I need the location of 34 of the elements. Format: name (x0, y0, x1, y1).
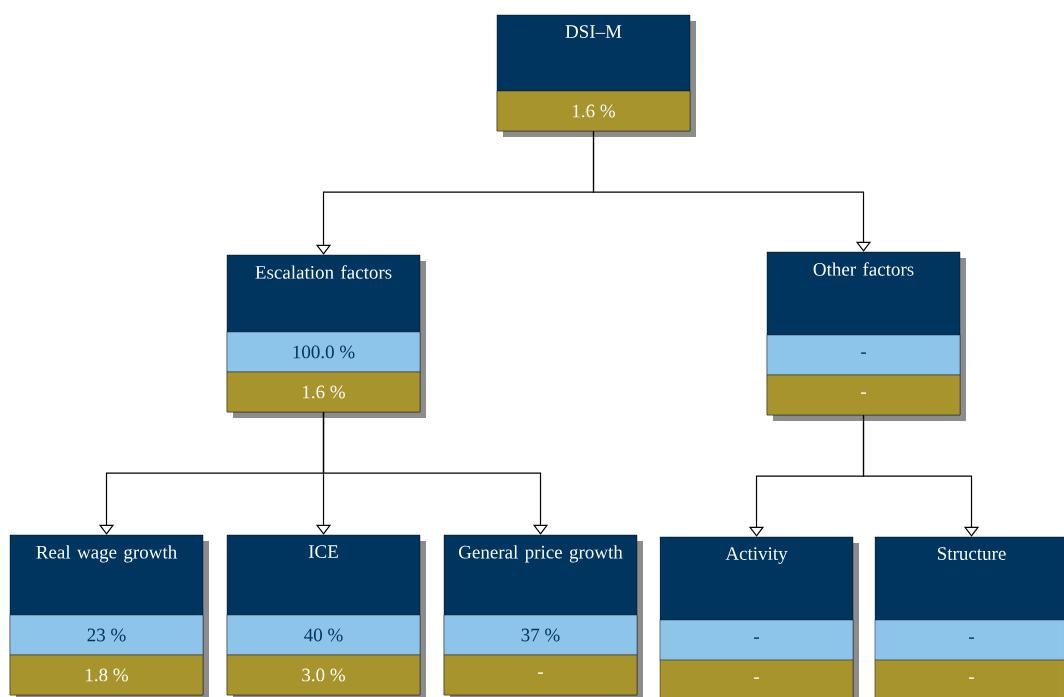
value-text: - (754, 677, 759, 679)
box (226, 254, 426, 418)
box-title: Structure (937, 547, 1006, 560)
box-title: General price growth (459, 545, 623, 563)
value-text: 1.8 % (86, 668, 128, 682)
box-title: ICE (308, 545, 338, 558)
value-text: 40 % (304, 628, 343, 642)
value-text: 100.0 % (293, 345, 355, 359)
box (9, 534, 209, 697)
arrow (862, 414, 980, 537)
value-text: - (969, 677, 974, 679)
box-title: Escalation factors (255, 265, 392, 279)
value-text: - (861, 392, 866, 394)
box-title: Real wage growth (36, 545, 177, 563)
box (659, 536, 859, 697)
value-text: 3.0 % (302, 668, 345, 682)
value-text: - (861, 352, 866, 354)
value-text: 37 % (521, 628, 560, 642)
box-title: DSI–M (565, 25, 622, 38)
box (766, 251, 966, 421)
value-text: 1.6 % (303, 385, 345, 399)
box (874, 536, 1064, 697)
box-title: Activity (725, 547, 788, 564)
box (443, 534, 643, 697)
box (226, 534, 426, 697)
value-text: - (969, 637, 974, 639)
value-text: - (754, 637, 759, 639)
value-text: 1.6 % (573, 104, 615, 118)
box (496, 14, 696, 137)
box-title: Other factors (813, 262, 914, 276)
value-text: 23 % (87, 628, 126, 642)
arrow (322, 411, 549, 535)
value-text: - (538, 672, 543, 674)
arrow (592, 130, 872, 252)
